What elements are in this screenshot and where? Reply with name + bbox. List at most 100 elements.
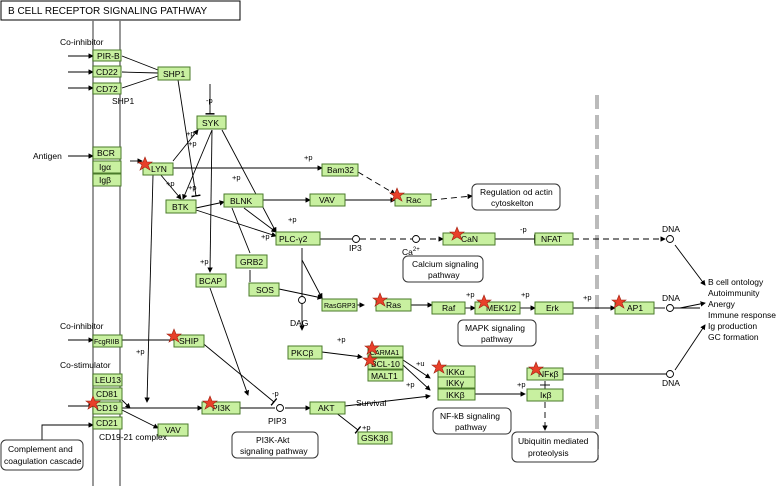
svg-text:CD72: CD72 <box>96 84 118 94</box>
pathway-box-complement[interactable]: Complement and coagulation cascade <box>0 439 84 471</box>
gene-blnk[interactable]: BLNK <box>223 193 264 208</box>
label-co-stimulator: Co-stimulator <box>60 360 111 370</box>
regulation-marks: -p +p +p +p +p +p +p +p +p -p +p +p +p +… <box>136 96 592 432</box>
svg-text:Complement and: Complement and <box>8 444 73 454</box>
svg-text:SOS: SOS <box>256 285 274 295</box>
svg-text:Autoimmunity: Autoimmunity <box>708 288 760 298</box>
star-ship <box>166 328 182 343</box>
svg-text:+u: +u <box>416 359 425 368</box>
svg-text:LEU13: LEU13 <box>95 375 121 385</box>
highlight-stars <box>85 156 627 410</box>
gene-pkcb[interactable]: PKCβ <box>287 345 323 360</box>
gene-sos[interactable]: SOS <box>248 282 280 297</box>
svg-text:Calcium signaling: Calcium signaling <box>412 259 479 269</box>
svg-text:Rac: Rac <box>406 195 422 205</box>
gene-cd22[interactable]: CD22 <box>92 65 122 78</box>
gene-cd81[interactable]: CD81 <box>92 387 123 401</box>
gene-btk[interactable]: BTK <box>165 199 197 214</box>
gene-bam32[interactable]: Bam32 <box>321 163 359 177</box>
star-lyn <box>137 156 153 171</box>
svg-text:IKKγ: IKKγ <box>446 378 465 388</box>
gene-vav-1[interactable]: VAV <box>309 193 346 207</box>
svg-text:-p: -p <box>272 389 279 398</box>
svg-text:coagulation cascade: coagulation cascade <box>4 456 82 466</box>
gene-ikkg[interactable]: IKKγ <box>437 376 476 389</box>
svg-text:MALT1: MALT1 <box>371 371 398 381</box>
gene-erk[interactable]: Erk <box>534 301 574 315</box>
svg-text:CD21: CD21 <box>96 418 118 428</box>
gene-shp1[interactable]: SHP1 <box>157 66 191 81</box>
svg-text:SYK: SYK <box>202 118 219 128</box>
svg-text:pathway: pathway <box>428 270 460 280</box>
gene-rac[interactable]: Rac <box>394 193 432 207</box>
gene-leu13[interactable]: LEU13 <box>92 373 123 387</box>
gene-can[interactable]: CaN <box>442 232 496 246</box>
svg-text:CD81: CD81 <box>96 389 118 399</box>
gene-fcgriib[interactable]: FcgRIIB <box>92 334 123 348</box>
svg-text:CARMA1: CARMA1 <box>370 350 399 357</box>
gene-igb[interactable]: Igβ <box>92 173 122 187</box>
svg-text:VAV: VAV <box>165 425 181 435</box>
gene-pirb[interactable]: PIR-B <box>92 49 122 62</box>
gene-lyn[interactable]: LYN <box>142 162 174 176</box>
gene-ship[interactable]: SHIP <box>173 334 205 348</box>
svg-text:BCR: BCR <box>97 148 115 158</box>
svg-text:Ras: Ras <box>386 300 401 310</box>
dna-node-3 <box>666 370 674 378</box>
gene-bcap[interactable]: BCAP <box>195 273 227 288</box>
gene-cd19[interactable]: CD19 <box>92 401 123 415</box>
diagram-title: B CELL RECEPTOR SIGNALING PATHWAY <box>0 0 241 21</box>
label-ip3: IP3 <box>349 243 362 253</box>
star-ap1 <box>611 294 627 309</box>
gene-grb2[interactable]: GRB2 <box>235 254 268 269</box>
svg-text:Immune response: Immune response <box>708 310 776 320</box>
svg-text:VAV: VAV <box>319 195 335 205</box>
svg-text:B CELL RECEPTOR SIGNALING PATH: B CELL RECEPTOR SIGNALING PATHWAY <box>8 6 207 17</box>
label-dag: DAG <box>290 318 308 328</box>
svg-text:cytoskelton: cytoskelton <box>491 198 534 208</box>
svg-text:IKKα: IKKα <box>446 367 465 377</box>
gene-raf[interactable]: Raf <box>431 301 466 315</box>
gene-cd21[interactable]: CD21 <box>92 416 123 430</box>
star-bcl10 <box>362 352 378 367</box>
gene-rasgrp3[interactable]: RasGRP3 <box>321 298 358 312</box>
gene-ikkb[interactable]: IKKβ <box>437 388 476 401</box>
svg-text:CD22: CD22 <box>96 67 118 77</box>
svg-text:Anergy: Anergy <box>708 299 736 309</box>
svg-text:FcgRIIB: FcgRIIB <box>94 339 120 346</box>
svg-text:Iκβ: Iκβ <box>540 390 552 400</box>
svg-text:+p: +p <box>304 153 313 162</box>
label-shp1-sub: SHP1 <box>112 96 134 106</box>
gene-vav-2[interactable]: VAV <box>157 423 189 437</box>
label-dna-3: DNA <box>662 378 680 388</box>
svg-text:+p: +p <box>466 290 475 299</box>
gene-plcg2[interactable]: PLC-γ2 <box>275 231 321 246</box>
svg-text:CD19: CD19 <box>96 403 118 413</box>
gene-ikb[interactable]: Iκβ <box>526 388 564 402</box>
svg-text:AKT: AKT <box>318 403 335 413</box>
gene-iga[interactable]: Igα <box>92 160 122 174</box>
gene-cd72[interactable]: CD72 <box>92 82 122 95</box>
gene-akt[interactable]: AKT <box>309 401 346 415</box>
svg-text:Bam32: Bam32 <box>327 165 354 175</box>
svg-text:RasGRP3: RasGRP3 <box>324 303 356 310</box>
svg-text:BCL-10: BCL-10 <box>371 359 400 369</box>
gene-syk[interactable]: SYK <box>196 115 227 130</box>
ip3-node <box>352 235 360 243</box>
star-nfkb <box>528 361 544 376</box>
gene-ap1[interactable]: AP1 <box>614 301 655 315</box>
gene-gsk3b[interactable]: GSK3β <box>357 431 393 445</box>
svg-text:GC formation: GC formation <box>708 332 759 342</box>
svg-text:+p: +p <box>232 173 241 182</box>
svg-text:+p: +p <box>288 215 297 224</box>
gene-malt1[interactable]: MALT1 <box>367 369 404 382</box>
gene-bcr[interactable]: BCR <box>92 146 122 160</box>
gene-nfat[interactable]: NFAT <box>534 232 574 246</box>
